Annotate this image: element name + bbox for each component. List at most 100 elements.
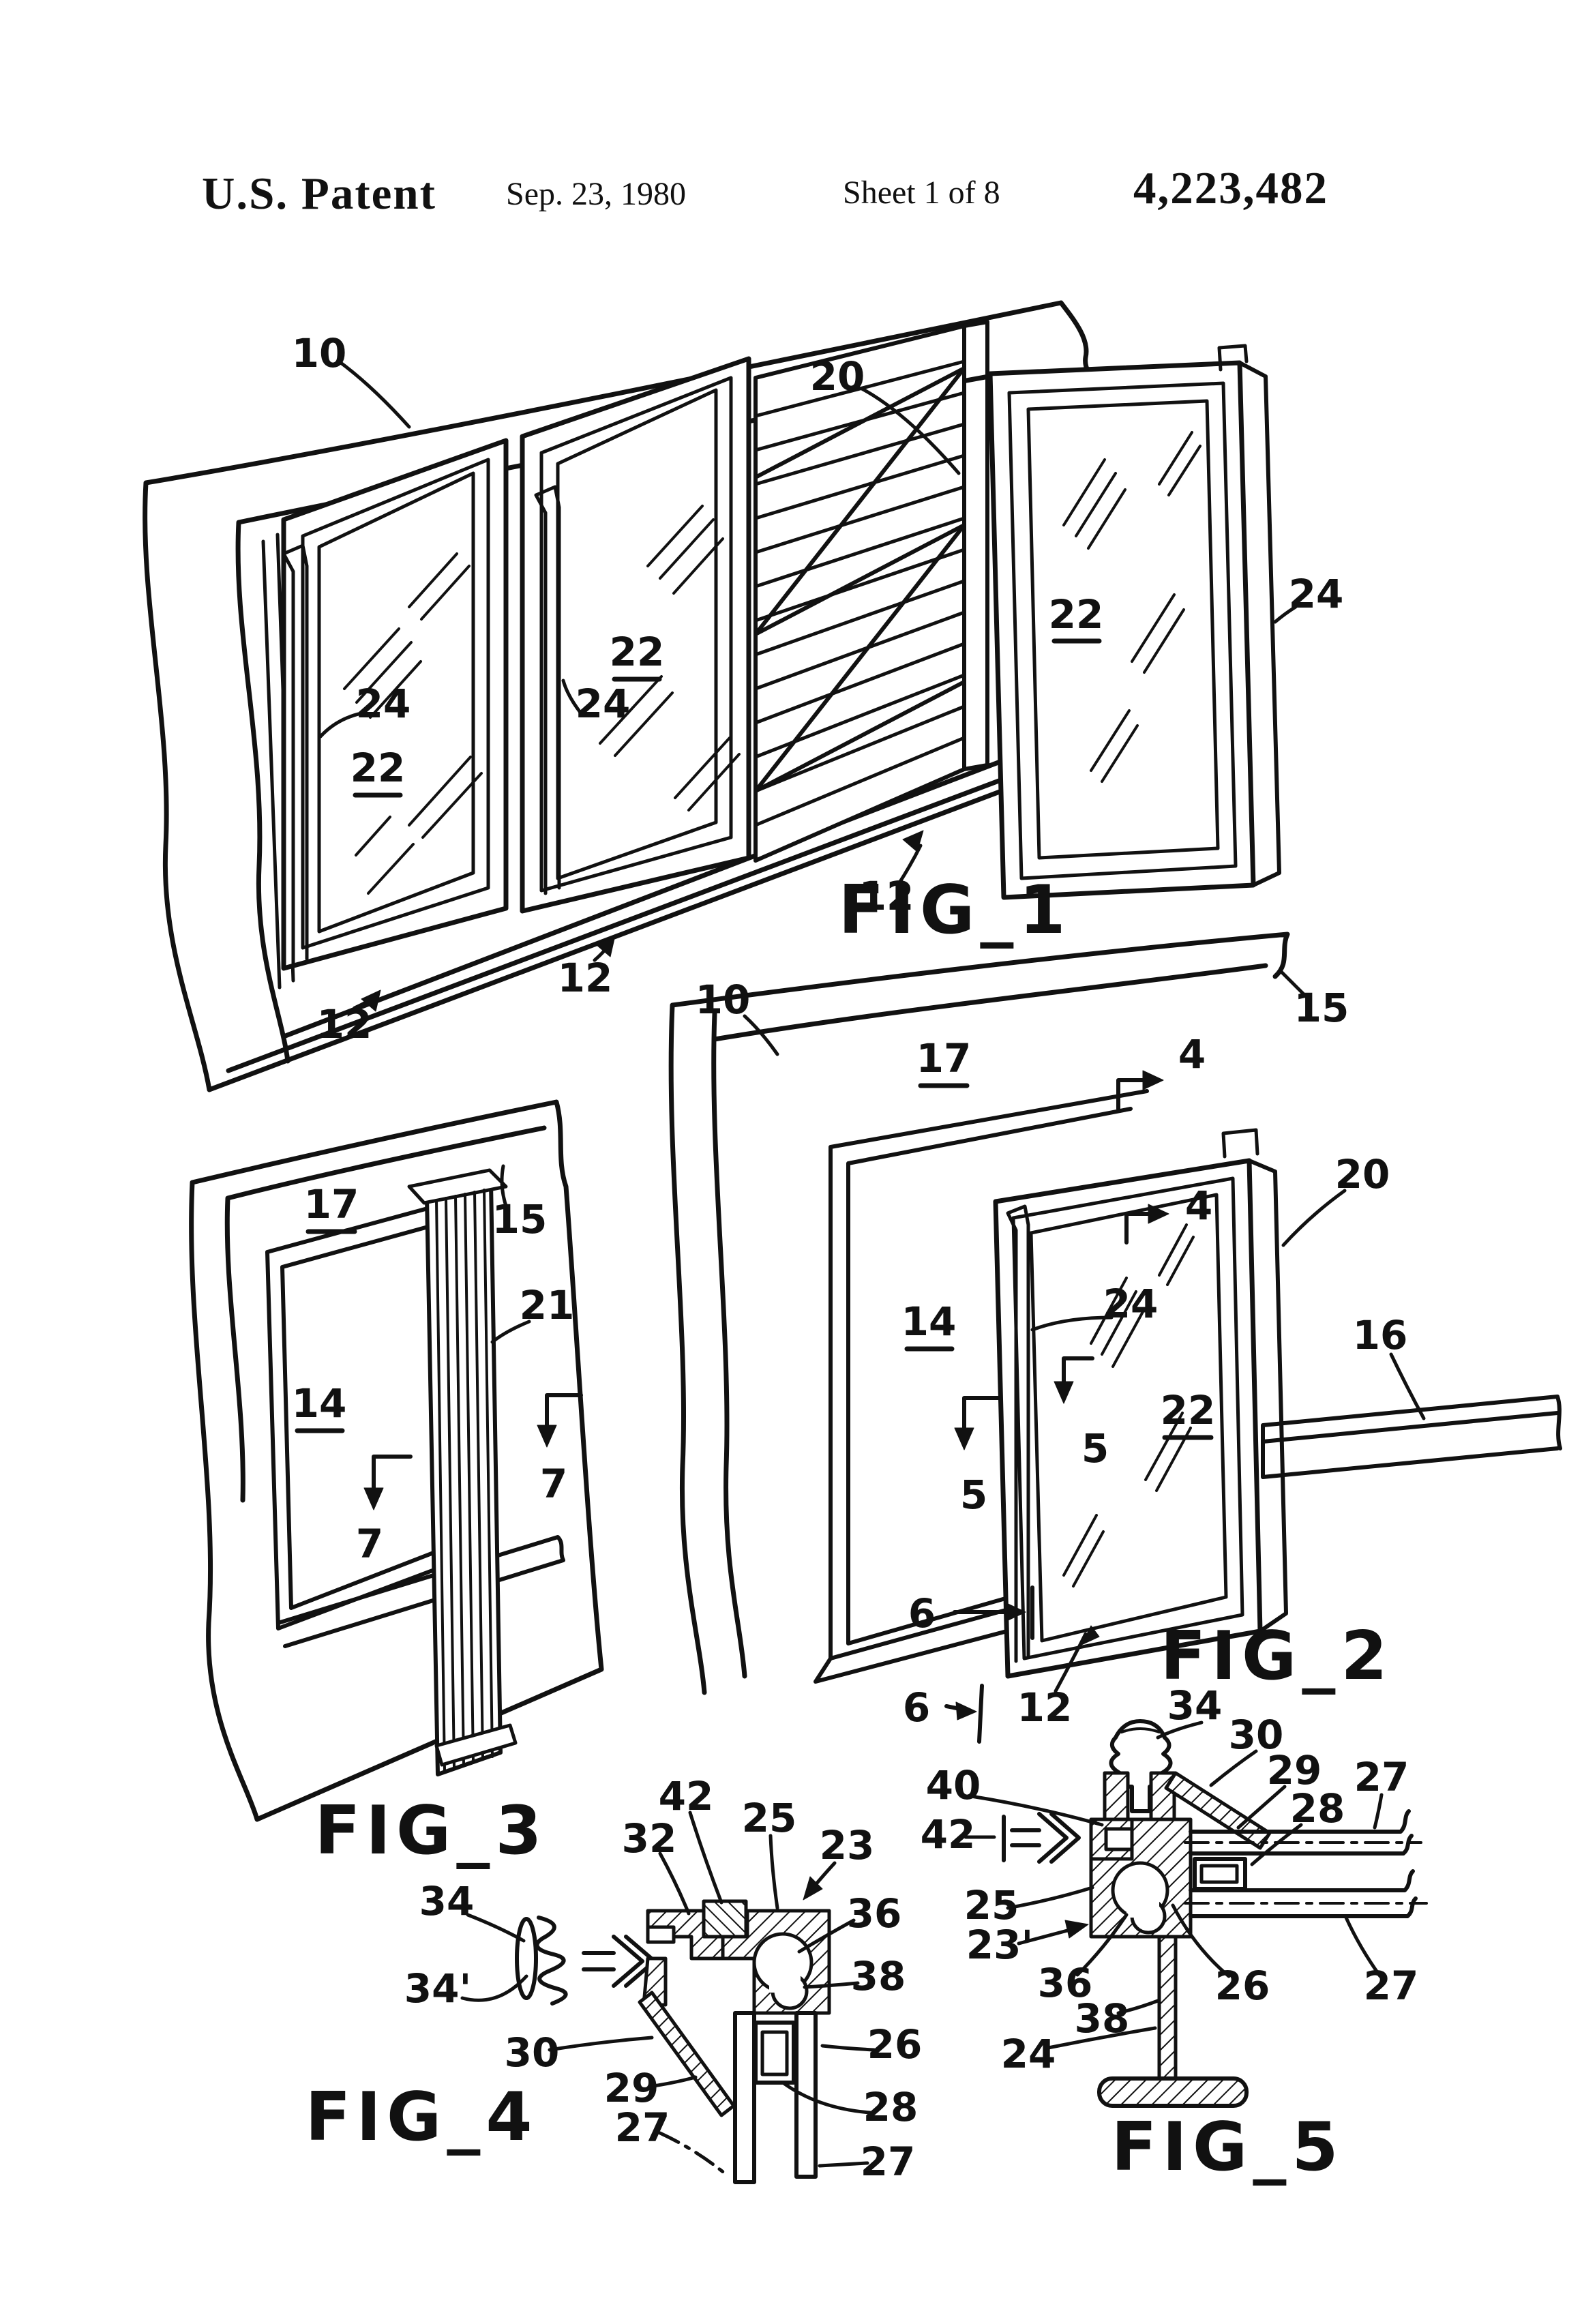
fig2-wall-outline: [668, 932, 1290, 1695]
fig4-ref-36: 36: [847, 1890, 902, 1937]
fig4-ref-25: 25: [742, 1795, 797, 1841]
fig2-bottom-rail-16: [1261, 1395, 1562, 1479]
figure-1-drawing: [143, 300, 1298, 1092]
fig2-ref-4-upper: 4: [1178, 1031, 1206, 1077]
fig2-ref-6-lower: 6: [903, 1684, 930, 1731]
fig1-ref-22-right: 22: [1049, 591, 1104, 638]
fig5-leader-lines: [964, 1720, 1384, 2051]
fig1-leader-arrowheads: [361, 830, 924, 1012]
fig2-arrowheads: [954, 1070, 1169, 1720]
fig4-ref-26: 26: [867, 2021, 923, 2068]
fig1-screen-zigzag: [753, 366, 966, 793]
fig1-panel-a-inner: [301, 458, 490, 950]
fig5-spline-cap-line: [1120, 1727, 1161, 1733]
patent-date: Sep. 23, 1980: [506, 176, 686, 212]
figure-3-drawing: [189, 1099, 604, 1822]
fig4-ref-23: 23: [820, 1822, 875, 1868]
fig2-leader-lines: [743, 969, 1426, 1693]
fig3-ref-17: 17: [304, 1181, 359, 1227]
fig2-ref-4-lower: 4: [1185, 1182, 1212, 1229]
patent-title: U.S. Patent: [202, 168, 436, 219]
fig3-stack-lines: [435, 1189, 494, 1772]
fig4-ref-34: 34: [419, 1878, 475, 1924]
fig4-left-leg: [733, 2011, 756, 2184]
fig1-panel-b-glass-hatch: [599, 505, 741, 811]
fig3-ref-14: 14: [292, 1380, 347, 1427]
figure-2-drawing: [668, 932, 1562, 1744]
fig3-stack-foot: [434, 1723, 518, 1767]
fig4-leader-dashdot: [658, 2131, 728, 2176]
fig5-ref-23p: 23': [966, 1922, 1033, 1968]
fig2-ref-24: 24: [1103, 1281, 1159, 1327]
fig5-ref-42: 42: [921, 1811, 976, 1858]
fig1-storm-panel-frame: [987, 360, 1256, 900]
fig1-storm-panel-glass: [1026, 399, 1220, 860]
fig4-pocket-inner: [760, 2030, 789, 2076]
fig5-pocket-inner: [1199, 1864, 1239, 1884]
fig2-label-underlines: [904, 1083, 1214, 1440]
figure-3-labels: 17 15 21 14 7 7 FIG_3: [292, 1181, 575, 1870]
figure-4-drawing: [460, 1811, 876, 2184]
fig5-diagonal-flange: [1164, 1771, 1272, 1850]
fig1-ref-12-mid: 12: [558, 955, 613, 1001]
fig5-caption: FIG_5: [1111, 2109, 1343, 2186]
fig4-ref-30: 30: [505, 2029, 560, 2076]
fig2-section-arrows: [944, 1078, 1154, 1744]
fig3-caption: FIG_3: [314, 1792, 547, 1870]
figure-1-labels: 10 20 22 24 22 24 22 24 12 12 12 FIG_1: [292, 330, 1344, 1047]
fig1-panel-b-inner: [539, 376, 733, 893]
fig4-cavity-join: [769, 1964, 801, 1993]
fig1-label-underlines: [353, 638, 1102, 798]
fig5-ref-28: 28: [1290, 1785, 1345, 1832]
fig3-label-underlines: [295, 1229, 357, 1433]
fig3-wall-outline: [189, 1099, 604, 1822]
fig5-ref-40: 40: [926, 1762, 981, 1808]
fig5-channel-wall-left: [1103, 1771, 1130, 1821]
fig2-ref-16: 16: [1353, 1312, 1408, 1358]
figure-5-labels: 34 30 29 28 27 27 40 42 25 23' 36 38 24 …: [921, 1682, 1419, 2186]
fig1-ref-12-right: 12: [859, 873, 914, 919]
fig1-right-jamb: [962, 320, 989, 771]
fig2-ref-6-upper: 6: [908, 1590, 936, 1637]
fig1-storm-panel-inner: [1007, 381, 1238, 880]
fig2-panel-glass-hatch: [1062, 1223, 1195, 1588]
sheet-header: U.S. Patent Sep. 23, 1980 Sheet 1 of 8 4…: [202, 163, 1327, 219]
fig4-spline-loop: [515, 1917, 538, 2000]
figure-2-labels: 10 15 17 4 4 20 14 24 22 16 5 5 6 6 12 F…: [696, 977, 1408, 1731]
fig1-storm-panel-glass-hatch: [1062, 431, 1202, 783]
fig4-spline: [535, 1916, 568, 2006]
fig1-ref-22-mid: 22: [610, 629, 665, 675]
fig5-ref-34: 34: [1167, 1682, 1223, 1729]
fig3-arrowheads: [363, 1425, 557, 1510]
fig4-ref-29: 29: [604, 2065, 659, 2111]
fig5-ref-25: 25: [964, 1882, 1019, 1928]
fig1-leader-lines: [318, 359, 1298, 1010]
fig1-ref-24-right: 24: [1289, 571, 1344, 617]
fig4-ref-42: 42: [659, 1773, 714, 1819]
fig1-panel-a-glass: [317, 471, 475, 934]
fig2-storm-panel-frame: [993, 1158, 1263, 1679]
fig5-rail-centerlines: [1184, 1841, 1428, 1905]
fig5-ref-27-lower: 27: [1364, 1963, 1419, 2009]
fig3-stack-cap: [407, 1168, 508, 1205]
fig2-ref-5-right: 5: [1081, 1425, 1109, 1472]
fig5-ref-38: 38: [1075, 1995, 1130, 2042]
fig2-caption: FIG_2: [1160, 1618, 1392, 1695]
fig5-ref-36: 36: [1038, 1960, 1093, 2006]
fig5-ref-26: 26: [1215, 1963, 1270, 2009]
fig4-caption: FIG_4: [305, 2079, 537, 2156]
fig2-ref-17: 17: [916, 1035, 972, 1082]
fig3-ref-7-left: 7: [356, 1521, 383, 1567]
fig5-ref-29: 29: [1267, 1747, 1322, 1793]
fig4-leader-lines: [460, 1811, 876, 2168]
fig4-arrowheads: [803, 1876, 823, 1901]
fig5-ref-27-upper: 27: [1354, 1754, 1409, 1800]
fig4-ref-28: 28: [863, 2084, 919, 2130]
fig4-ref-27-left: 27: [615, 2104, 670, 2151]
fig5-c-notch-block: [1089, 1817, 1134, 1861]
fig1-panel-b-strip: [534, 485, 561, 895]
fig2-ref-22: 22: [1161, 1387, 1216, 1433]
fig2-ref-15: 15: [1294, 985, 1349, 1031]
fig1-panel-a-glass-hatch: [343, 552, 483, 895]
